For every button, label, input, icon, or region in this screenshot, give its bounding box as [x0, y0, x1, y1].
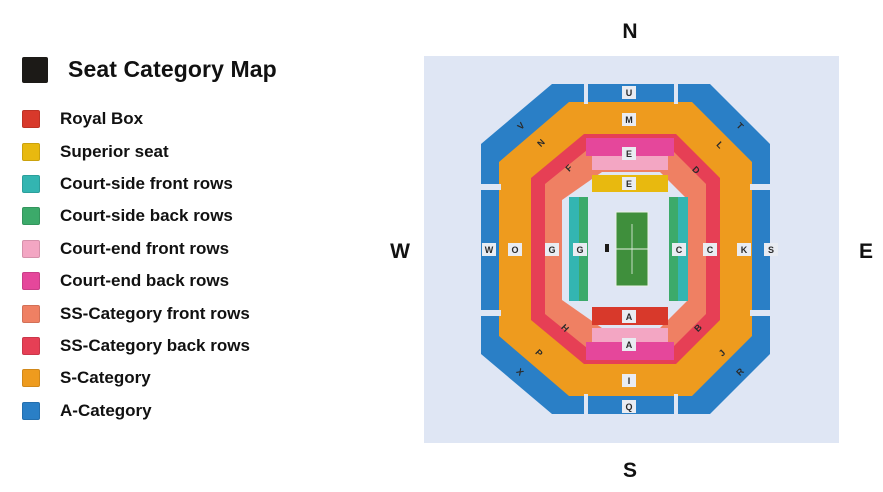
legend-item: Court-end front rows: [22, 233, 250, 265]
legend-item: Royal Box: [22, 103, 250, 135]
block-badge: [764, 243, 778, 256]
block-badge: [622, 400, 636, 413]
seating-map: U M E E A A I Q W O G G C C K S V N F T …: [424, 56, 839, 443]
compass-east: E: [858, 240, 873, 263]
legend-swatch: [22, 304, 40, 323]
block-badge: [622, 338, 636, 351]
block-label-j: J: [717, 348, 728, 359]
block-label-x: X: [514, 366, 525, 377]
block-label-w: W: [485, 245, 494, 255]
legend-label: S-Category: [60, 368, 151, 388]
block-badge: [545, 243, 559, 256]
aisle: [584, 394, 588, 414]
block-label-c-inner: C: [676, 245, 683, 255]
aisle: [674, 394, 678, 414]
block-badge: [508, 243, 522, 256]
legend-swatch: [22, 239, 40, 258]
legend-swatch: [22, 207, 40, 226]
legend-label: Court-end back rows: [60, 271, 230, 291]
legend-item: Court-end back rows: [22, 265, 250, 297]
block-badge: [672, 243, 686, 256]
aisle: [481, 184, 501, 190]
block-label-h: H: [559, 322, 571, 334]
block-label-p: P: [533, 347, 544, 358]
legend-swatch: [22, 110, 40, 129]
block-label-g-outer: G: [548, 245, 555, 255]
block-label-c-outer: C: [707, 245, 714, 255]
legend-item: Court-side back rows: [22, 200, 250, 232]
legend-swatch: [22, 401, 40, 420]
block-label-t: T: [735, 121, 746, 132]
aisle: [674, 84, 678, 104]
block-label-a-royal: A: [626, 312, 633, 322]
block-badge: [573, 243, 587, 256]
legend-item: Superior seat: [22, 135, 250, 167]
block-label-f: F: [564, 162, 575, 173]
block-label-k: K: [741, 245, 748, 255]
legend-item: A-Category: [22, 395, 250, 427]
legend-swatch: [22, 369, 40, 388]
legend-swatch: [22, 272, 40, 291]
block-label-u: U: [626, 88, 633, 98]
court-end-front-top: [592, 156, 668, 170]
compass-west: W: [390, 240, 410, 263]
legend-swatch: [22, 142, 40, 161]
legend-label: Superior seat: [60, 141, 169, 161]
block-badge: [482, 243, 496, 256]
legend-item: SS-Category front rows: [22, 297, 250, 329]
block-badge: [622, 310, 636, 323]
compass-south: S: [622, 459, 637, 482]
block-badge: [737, 243, 751, 256]
block-label-m: M: [625, 115, 633, 125]
legend-label: Court-side back rows: [60, 206, 233, 226]
seating-map-svg: U M E E A A I Q W O G G C C K S V N F T …: [424, 56, 839, 443]
block-badge: [622, 86, 636, 99]
block-label-a-back: A: [626, 340, 633, 350]
legend-title: Seat Category Map: [68, 56, 277, 82]
legend-label: SS-Category front rows: [60, 303, 250, 323]
legend-label: Court-side front rows: [60, 173, 233, 193]
legend-label: SS-Category back rows: [60, 335, 250, 355]
legend-title-row: Seat Category Map: [22, 56, 277, 83]
block-badge: [622, 147, 636, 160]
block-badge: [622, 113, 636, 126]
block-label-e-superior: E: [626, 179, 632, 189]
legend-item: Court-side front rows: [22, 168, 250, 200]
legend-label: A-Category: [60, 400, 152, 420]
block-label-v: V: [515, 120, 526, 131]
legend-item: S-Category: [22, 362, 250, 394]
block-badge: [622, 374, 636, 387]
block-label-n: N: [535, 137, 547, 149]
legend-label: Royal Box: [60, 109, 144, 129]
legend-item: SS-Category back rows: [22, 330, 250, 362]
aisle: [481, 310, 501, 316]
aisle: [750, 184, 770, 190]
umpire-chair: [605, 244, 609, 252]
court-end-front-bottom: [592, 328, 668, 342]
legend-swatch: [22, 174, 40, 193]
block-label-l: L: [715, 140, 726, 151]
block-badge: [622, 177, 636, 190]
legend-title-swatch: [22, 56, 48, 83]
block-label-i: I: [628, 376, 631, 386]
legend-swatch: [22, 336, 40, 355]
compass-north: N: [622, 20, 638, 43]
aisle: [584, 84, 588, 104]
block-label-e-top: E: [626, 149, 632, 159]
block-label-o: O: [511, 245, 518, 255]
block-label-g-inner: G: [576, 245, 583, 255]
aisle: [750, 310, 770, 316]
block-badge: [703, 243, 717, 256]
legend-label: Court-end front rows: [60, 238, 230, 258]
block-label-q: Q: [625, 402, 632, 412]
block-label-s: S: [768, 245, 774, 255]
